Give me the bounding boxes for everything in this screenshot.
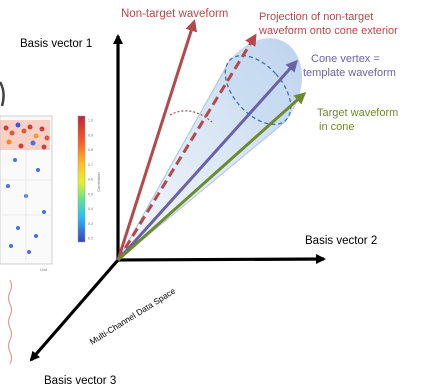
inset-colorbar: 1.0 0.9 0.8 0.7 0.6 0.5 0.4 0.3 0.2 Correlation [77, 115, 101, 243]
inset-colorbar-tick: 0.5 [88, 192, 93, 196]
inset-colorbar-tick: 0.4 [88, 207, 93, 211]
projection-label-line1: Projection of non-target [259, 11, 373, 23]
projection-vector [116, 33, 257, 261]
cone-vertex-vector [116, 59, 299, 262]
target-label-line1: Target waveform [317, 107, 398, 119]
inset-colorbar-tick: 0.9 [88, 133, 93, 137]
inset-curve-fragment [0, 81, 5, 107]
basis-vector-2-label: Basis vector 2 [305, 235, 377, 247]
inset-colorbar-tick: 0.7 [88, 163, 93, 167]
inset-colorbar-label: Correlation [96, 172, 101, 192]
inset-figure: Unit 1.0 0.9 0.8 0.7 0.6 0.5 0.4 0.3 0.2 Correla… [0, 81, 101, 365]
inset-colorbar-tick: 1.0 [88, 119, 93, 123]
axes [29, 34, 326, 362]
cone-edge-upper [117, 59, 231, 261]
cone [117, 38, 303, 261]
target-label-line2: in cone [319, 121, 354, 133]
basis-vector-3-label: Basis vector 3 [44, 375, 116, 387]
non-target-waveform-label: Non-target waveform [121, 8, 228, 20]
inset-colorbar-tick: 0.2 [88, 237, 93, 241]
projection-label-line2: waveform onto cone exterior [258, 25, 398, 37]
basis-vector-2-axis [117, 254, 326, 265]
data-space-label: Multi-Channel Data Space [88, 285, 178, 346]
cone-vertex-label-line2: template waveform [303, 67, 396, 79]
inset-colorbar-tick: 0.3 [88, 222, 93, 226]
cone-base-ellipse [224, 54, 292, 126]
inset-colorbar-tick: 0.6 [88, 178, 93, 182]
inset-scatter [0, 120, 52, 262]
basis-vector-3-axis [29, 258, 120, 362]
inset-x-label: Unit [40, 267, 48, 272]
basis-vector-1-label: Basis vector 1 [20, 38, 92, 50]
inset-colorbar-tick: 0.8 [88, 148, 93, 152]
target-waveform-vector [117, 92, 307, 262]
inset-trace [7, 279, 13, 365]
angle-arc [169, 110, 213, 123]
cone-vertex-label-line1: Cone vertex = [311, 53, 380, 65]
non-target-waveform-vector [116, 19, 197, 261]
